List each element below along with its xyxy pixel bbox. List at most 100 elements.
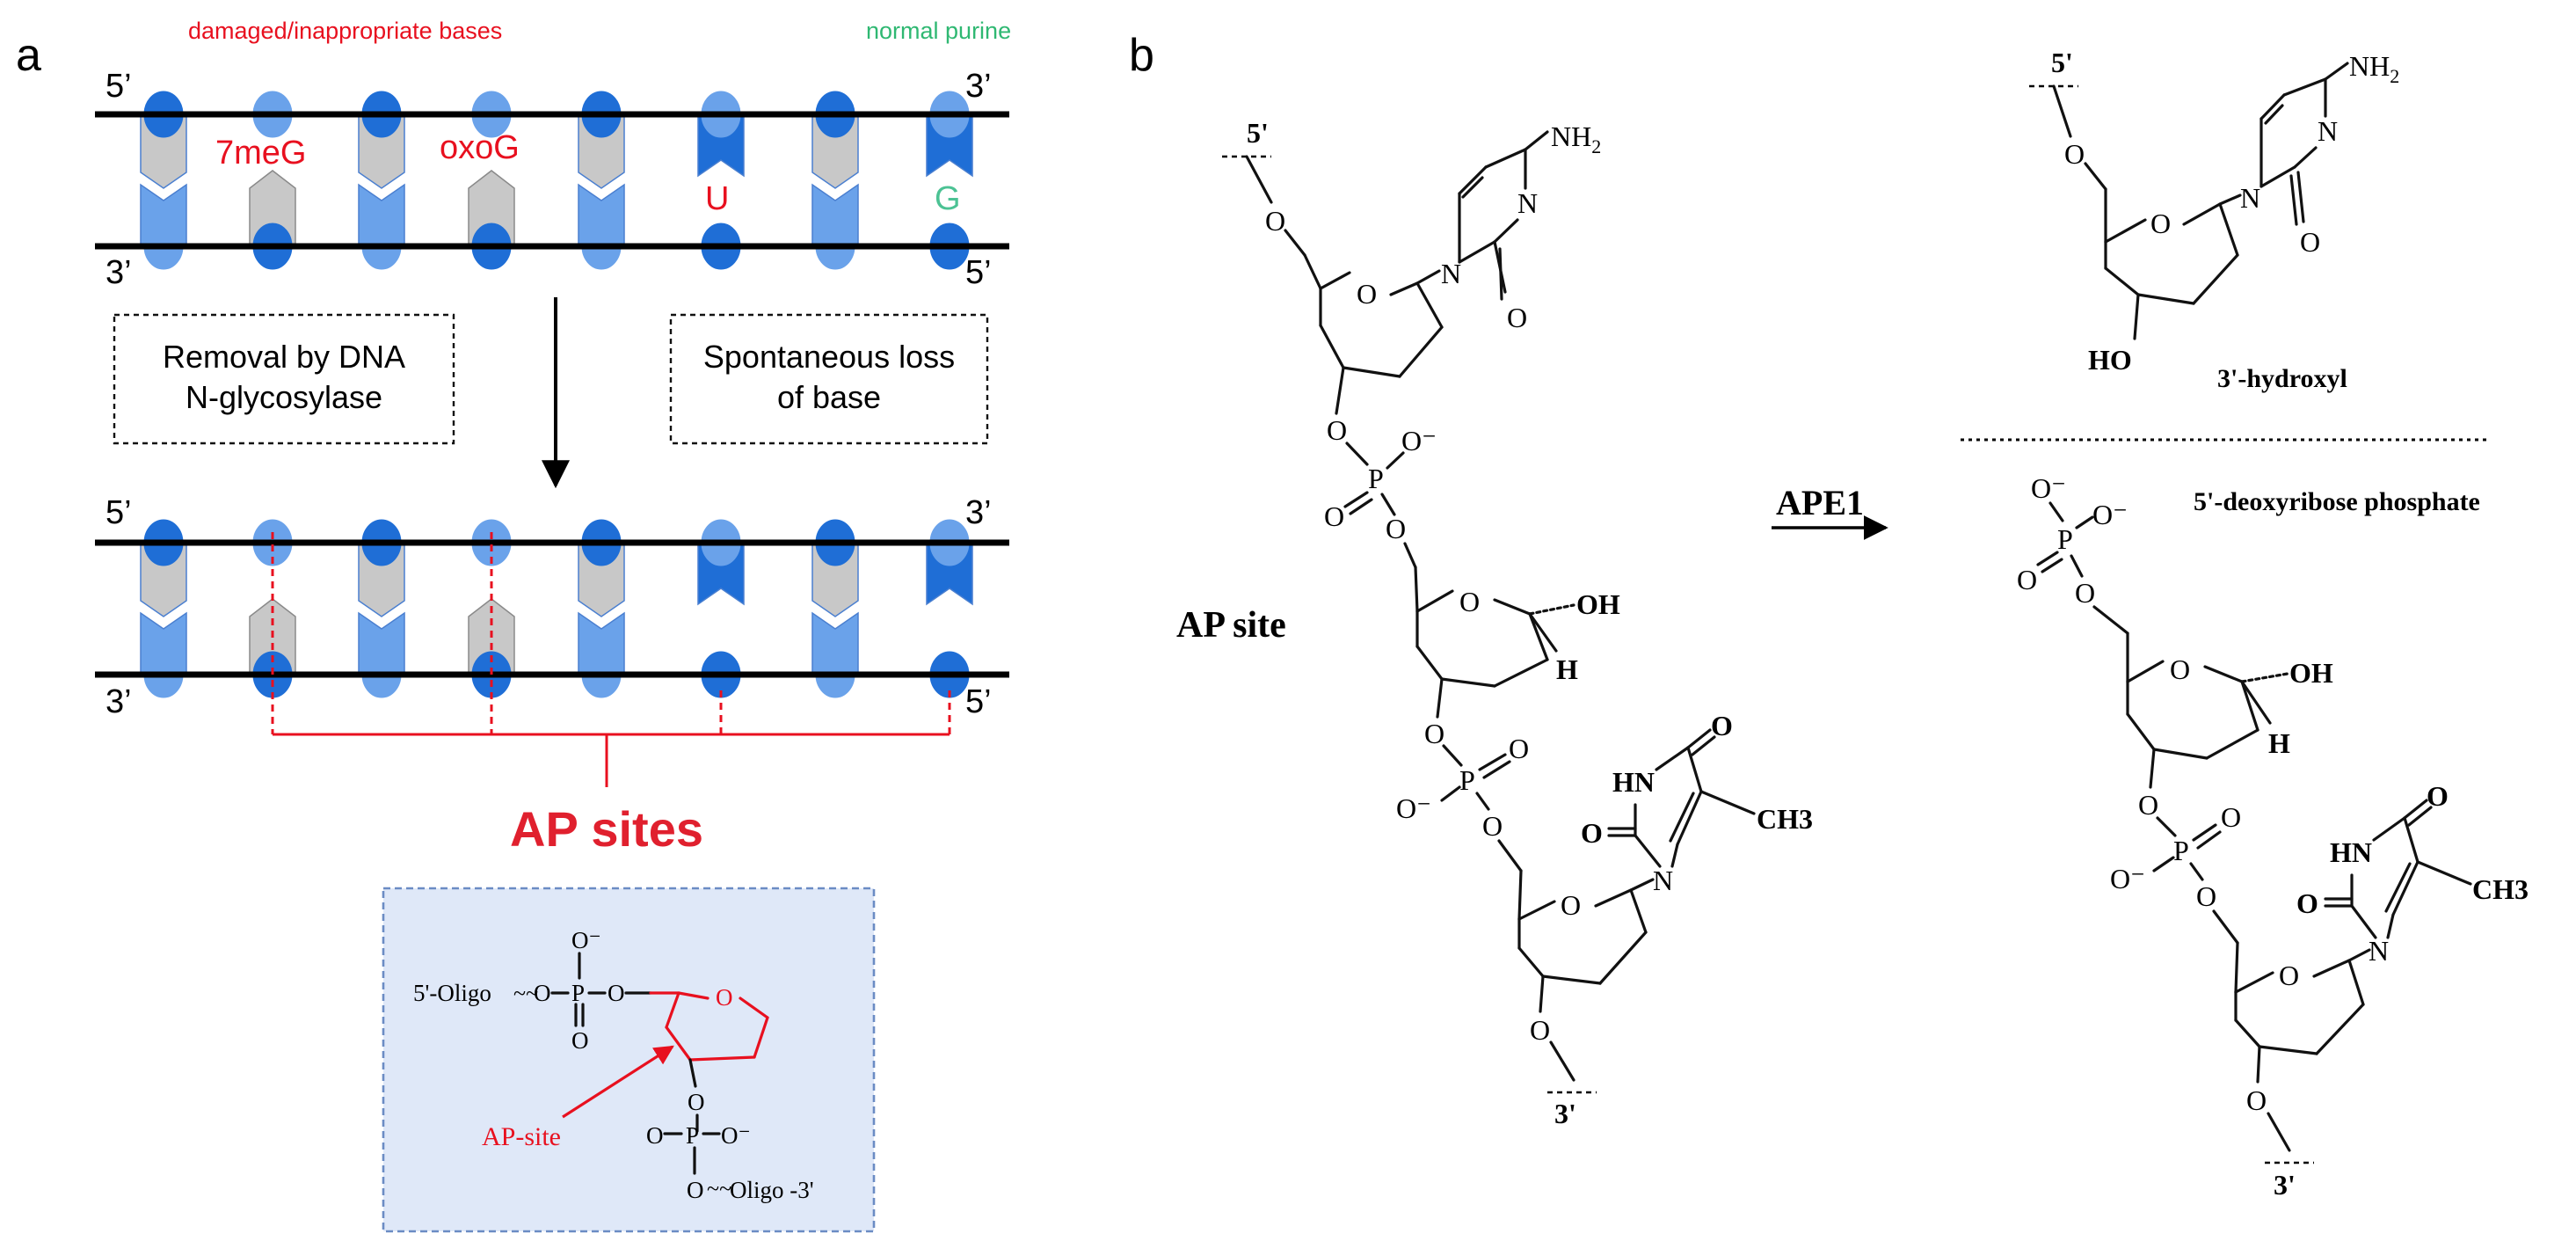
p1-bond <box>2264 104 2284 125</box>
inset-ap-site-label: AP-site <box>482 1122 561 1151</box>
inset-o-double: O <box>571 1027 589 1054</box>
chain-ap-oh: OH <box>1576 588 1620 620</box>
chain-bond <box>1484 148 1527 169</box>
chain-bond <box>1493 240 1507 294</box>
chain-bond <box>1458 240 1496 264</box>
p1-o5: O <box>2064 138 2085 170</box>
ap-sites-bracket <box>271 532 951 787</box>
p2-bond <box>2041 558 2063 573</box>
p1-bond <box>2182 202 2222 226</box>
chain-bond <box>1386 451 1405 470</box>
chain-bond <box>1493 598 1532 616</box>
p2-bond <box>2386 913 2395 939</box>
p2-p2-o-double: O <box>2221 801 2241 833</box>
ap-site-inset: 5'-Oligo ~~ O P O O⁻ O O O O <box>382 887 876 1233</box>
chain-p2: P <box>1459 764 1475 796</box>
p2-bond <box>2234 941 2239 994</box>
glycosylase-box-line1: Removal by DNA <box>163 339 405 375</box>
bottom-duplex-5prime-top: 5’ <box>106 494 132 531</box>
chain-bond <box>1345 442 1369 466</box>
chain-bond <box>1528 612 1558 653</box>
chain-bond <box>1436 677 1444 719</box>
inset-ring-bond <box>665 991 680 1029</box>
chain-thy-o4: O <box>1711 710 1733 741</box>
p2-ring-o: O <box>2170 653 2190 685</box>
chain-p1-o-double: O <box>1324 500 1344 532</box>
chain-bond <box>1415 269 1441 285</box>
p2-p1-o5: O <box>2075 577 2095 609</box>
chain-bond <box>1528 603 1575 616</box>
inset-box <box>382 887 876 1233</box>
product-5-deoxyribose-phosphate: 5'-deoxyribose phosphate O⁻ O⁻ P O O O O… <box>2017 472 2529 1201</box>
p2-top-ominus-right: O⁻ <box>2092 499 2128 530</box>
p2-bond <box>2350 904 2377 939</box>
chain-thy-o2: O <box>1581 817 1603 849</box>
inset-o-minus-right: O⁻ <box>721 1122 751 1149</box>
ap-site-chain: 5' O O N O N <box>1176 117 1813 1129</box>
chain-o3p2: O <box>1424 718 1444 749</box>
p1-bond <box>2259 165 2296 188</box>
chain-bond <box>1594 888 1633 908</box>
chain-bond <box>1342 366 1401 378</box>
p1-ring-o: O <box>2150 208 2171 239</box>
panel-b-label: b <box>1129 30 1154 81</box>
inset-wavy-bond-3: ~~ <box>707 1176 731 1201</box>
chain-bond <box>1670 843 1679 868</box>
chain-bond <box>1319 271 1351 290</box>
chain-bond <box>1415 589 1454 613</box>
p2-bond <box>2267 1112 2291 1152</box>
chain-bond <box>1389 281 1419 296</box>
chain-bond <box>1380 493 1396 516</box>
p2-bond <box>2403 816 2420 864</box>
p2-s3-o3: O <box>2246 1084 2267 1116</box>
chain-bond <box>1539 975 1545 1013</box>
p1-bond <box>2133 293 2140 340</box>
p2-bond <box>2391 860 2420 916</box>
p2-bond <box>2256 1045 2261 1084</box>
p2-bond <box>2126 660 2165 683</box>
chain-cyt-o2: O <box>1507 302 1527 333</box>
p2-p2-ominus: O⁻ <box>2110 863 2145 894</box>
p2-bond <box>2152 748 2209 760</box>
chain-bond <box>1442 744 1463 767</box>
inset-o-minus-top: O⁻ <box>571 927 601 953</box>
p2-bond <box>2234 1018 2261 1048</box>
chain-bond <box>1629 878 1655 892</box>
p2-bond <box>2189 862 2204 881</box>
inset-ring-bond <box>688 1055 756 1062</box>
chain-cyt-n3: N <box>1517 187 1538 219</box>
p2-bond <box>2152 856 2175 872</box>
inset-oligo-3: Oligo -3' <box>730 1177 814 1203</box>
p2-bond <box>2070 554 2084 578</box>
p2-oh: OH <box>2289 657 2333 689</box>
inset-o-bottom: O <box>687 1177 704 1203</box>
p2-bond <box>2192 823 2217 842</box>
p2-bond <box>2212 909 2239 945</box>
chain-p2-o5: O <box>1482 810 1503 842</box>
chain-bond <box>1475 792 1490 811</box>
p1-bond <box>2136 293 2195 305</box>
product-3-hydroxyl: 5' O O HO 3'-hydroxyl N O N <box>2029 47 2399 393</box>
chain-bond <box>1440 677 1496 688</box>
p2-thy-ch3: CH3 <box>2472 873 2529 905</box>
chain-bond <box>1517 869 1523 921</box>
p2-thy-o2: O <box>2296 887 2318 919</box>
p2-bond <box>2149 748 2156 789</box>
chain-bond <box>1493 218 1519 244</box>
spontaneous-loss-box-line1: Spontaneous loss <box>703 339 955 375</box>
bottom-duplex-bases <box>140 519 973 698</box>
p2-bond <box>2384 862 2412 913</box>
ape1-label: APE1 <box>1776 483 1864 522</box>
p2-bond <box>2092 605 2129 635</box>
chain-bond <box>1461 176 1484 199</box>
p2-bond <box>2403 799 2428 820</box>
chain-bond <box>1414 566 1419 613</box>
p2-bond <box>2240 680 2259 732</box>
chain-o: O <box>1265 205 1285 237</box>
p1-cyt-o2: O <box>2300 226 2320 258</box>
inset-bond <box>688 1058 697 1088</box>
p2-3prime-label: 3' <box>2274 1169 2296 1201</box>
chain-bond <box>1686 728 1712 749</box>
p1-bond <box>2293 146 2318 169</box>
chain-p2-o-double: O <box>1509 733 1529 764</box>
